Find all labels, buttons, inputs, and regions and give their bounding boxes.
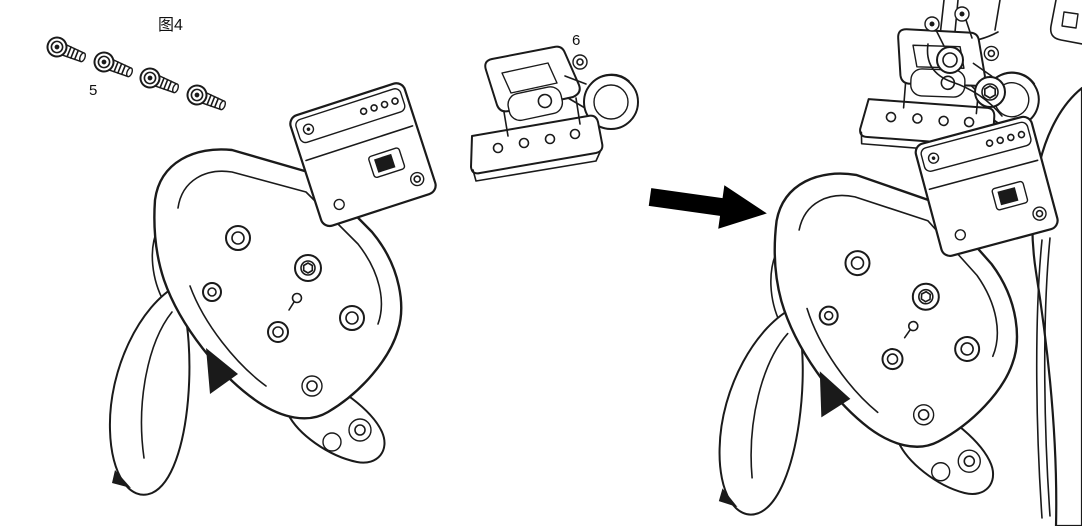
arrow-right-icon	[648, 185, 767, 229]
gripper-exploded-view	[108, 79, 440, 496]
screws-part5: 5	[43, 33, 230, 117]
screw-icon	[90, 48, 137, 84]
screw-icon	[183, 81, 230, 117]
shoulder-joint	[924, 6, 1006, 117]
bracket-part6: 6	[470, 32, 639, 182]
part5-label: 5	[89, 82, 97, 99]
bracket-icon	[470, 45, 639, 182]
figure-title: 图4	[158, 17, 183, 34]
assembled-view	[714, 0, 1082, 526]
gripper-installed	[714, 98, 1067, 526]
screw-icon	[136, 64, 183, 100]
assembly-arrow	[648, 185, 767, 229]
screw-icon	[43, 33, 90, 69]
part6-label: 6	[572, 32, 580, 49]
